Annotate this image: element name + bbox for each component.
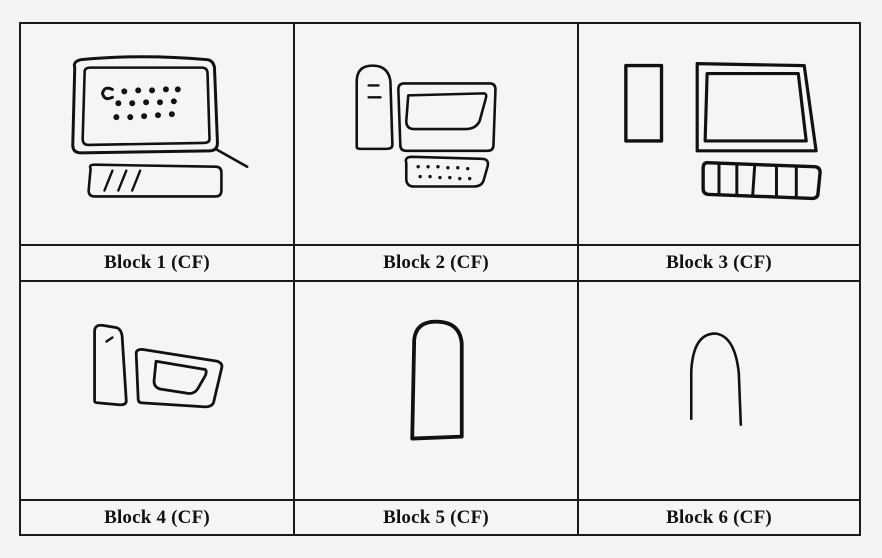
- block-3-drawing: [579, 24, 859, 246]
- block-1-label: Block 1 (CF): [21, 246, 295, 282]
- block-5-drawing: [295, 282, 579, 501]
- block-4-drawing: [21, 282, 295, 501]
- tower-monitor-keyboard-icon: [624, 62, 822, 201]
- desktop-computer-icon: [71, 55, 249, 198]
- block-3-label: Block 3 (CF): [579, 246, 859, 282]
- tower-monitor-icon: [93, 323, 224, 409]
- arch-outline-icon: [689, 332, 743, 426]
- block-6-drawing: [579, 282, 859, 501]
- block-grid: Block 1 (CF) Block 2 (CF) Block 3 (CF): [19, 22, 861, 536]
- block-1-drawing: [21, 24, 295, 246]
- block-5-label: Block 5 (CF): [295, 501, 579, 534]
- block-2-label: Block 2 (CF): [295, 246, 579, 282]
- tower-monitor-keyboard-icon: [355, 64, 497, 188]
- block-4-label: Block 4 (CF): [21, 501, 295, 534]
- tower-icon: [410, 319, 464, 441]
- block-6-label: Block 6 (CF): [666, 506, 772, 528]
- block-2-drawing: [295, 24, 579, 246]
